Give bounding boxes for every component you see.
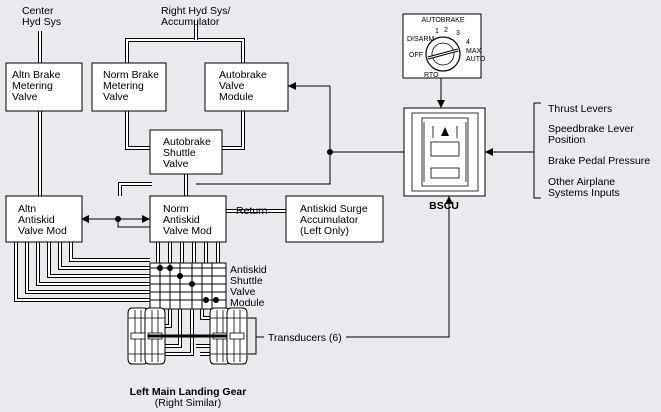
input-brake-pedal-pressure: Brake Pedal Pressure [548, 155, 650, 167]
svg-text:MAX: MAX [466, 48, 482, 55]
landing-gear-subtitle: (Right Similar) [155, 397, 222, 409]
left-main-landing-gear [127, 307, 248, 365]
landing-gear-title: Left Main Landing Gear [130, 386, 247, 398]
svg-text:AUTO: AUTO [466, 56, 486, 63]
transducers-label: Transducers (6) [268, 332, 342, 344]
svg-text:DISARM: DISARM [407, 36, 434, 43]
svg-text:OFF: OFF [409, 52, 423, 59]
junction-dot [115, 216, 121, 222]
junction-dot [327, 149, 333, 155]
right-hyd-label: Right Hyd Sys/Accumulator [161, 5, 231, 28]
svg-text:AUTOBRAKE: AUTOBRAKE [421, 17, 464, 24]
bscu-label: BSCU [429, 200, 459, 212]
svg-text:4: 4 [466, 39, 470, 46]
input-thrust-levers: Thrust Levers [548, 103, 612, 115]
svg-text:RTO: RTO [424, 72, 439, 79]
svg-text:1: 1 [435, 28, 439, 35]
autobrake-selector: AUTOBRAKE 1 2 3 4 DISARM OFF RTO MAX AUT… [402, 13, 486, 79]
bscu-unit: BSCU [403, 107, 486, 212]
svg-text:2: 2 [444, 27, 448, 34]
return-label: Return [236, 205, 268, 217]
svg-text:3: 3 [456, 30, 460, 37]
hydraulic-lines [38, 20, 286, 213]
